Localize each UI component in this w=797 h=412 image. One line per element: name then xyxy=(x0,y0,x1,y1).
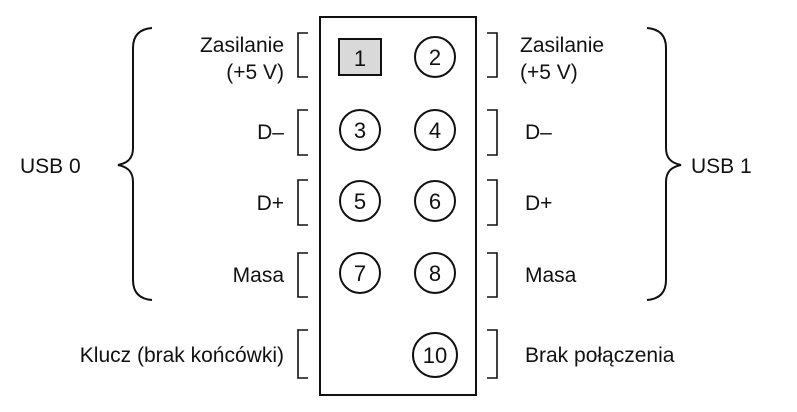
left-bracket-row-1 xyxy=(297,32,308,78)
pin-8: 8 xyxy=(414,252,456,294)
right-bracket-row-3 xyxy=(487,179,498,226)
right-label-row-4: Masa xyxy=(525,264,577,287)
left-pin-brackets xyxy=(297,32,308,379)
left-label-row-1-line-1: Zasilanie xyxy=(200,34,284,57)
pin-7-number: 7 xyxy=(354,261,366,286)
pin-6-number: 6 xyxy=(429,189,441,214)
left-curly-brace xyxy=(117,27,153,301)
pin-6-circle xyxy=(414,180,456,222)
pin-8-number: 8 xyxy=(429,261,441,286)
connector-body xyxy=(319,16,477,396)
left-bracket-row-3 xyxy=(297,179,308,226)
left-label-row-5: Klucz (brak końcówki) xyxy=(80,344,284,367)
pin-1: 1 xyxy=(338,38,382,76)
right-bracket-row-2 xyxy=(487,109,498,156)
pin-8-circle xyxy=(414,252,456,294)
pin-4-circle xyxy=(414,109,456,151)
left-label-row-2: D– xyxy=(257,121,284,144)
usb-0-label: USB 0 xyxy=(20,155,81,178)
usb-1-label: USB 1 xyxy=(691,155,752,178)
left-label-row-4: Masa xyxy=(233,264,285,287)
pin-2: 2 xyxy=(414,36,456,78)
right-label-row-1-line-1: Zasilanie xyxy=(520,34,604,57)
pin-5-number: 5 xyxy=(354,189,366,214)
pin-6: 6 xyxy=(414,180,456,222)
left-label-row-1-line-2: (+5 V) xyxy=(226,61,284,84)
pin-5-circle xyxy=(339,180,381,222)
right-bracket-row-1 xyxy=(487,32,498,78)
right-label-row-2: D– xyxy=(525,121,552,144)
pin-1-square xyxy=(338,38,382,76)
pin-7: 7 xyxy=(339,252,381,294)
right-label-row-3: D+ xyxy=(525,192,552,215)
pin-4-number: 4 xyxy=(429,118,441,143)
pin-4: 4 xyxy=(414,109,456,151)
left-bracket-row-4 xyxy=(297,252,308,298)
pin-1-number: 1 xyxy=(354,46,366,71)
right-bracket-row-5 xyxy=(487,329,498,379)
pin-10-number: 10 xyxy=(423,343,447,368)
right-label-row-5: Brak połączenia xyxy=(525,344,675,367)
right-bracket-row-4 xyxy=(487,252,498,298)
pin-5: 5 xyxy=(339,180,381,222)
pin-7-circle xyxy=(339,252,381,294)
left-label-row-3: D+ xyxy=(257,192,284,215)
pin-2-number: 2 xyxy=(429,45,441,70)
right-curly-brace xyxy=(646,27,682,301)
pin-3: 3 xyxy=(339,109,381,151)
pin-2-circle xyxy=(414,36,456,78)
right-pin-brackets xyxy=(487,32,498,379)
left-bracket-row-5 xyxy=(297,329,308,379)
pin-3-number: 3 xyxy=(354,118,366,143)
right-label-row-1-line-2: (+5 V) xyxy=(520,61,578,84)
pin-10-circle xyxy=(412,332,458,378)
pin-3-circle xyxy=(339,109,381,151)
left-bracket-row-2 xyxy=(297,109,308,156)
pin-10: 10 xyxy=(412,332,458,378)
